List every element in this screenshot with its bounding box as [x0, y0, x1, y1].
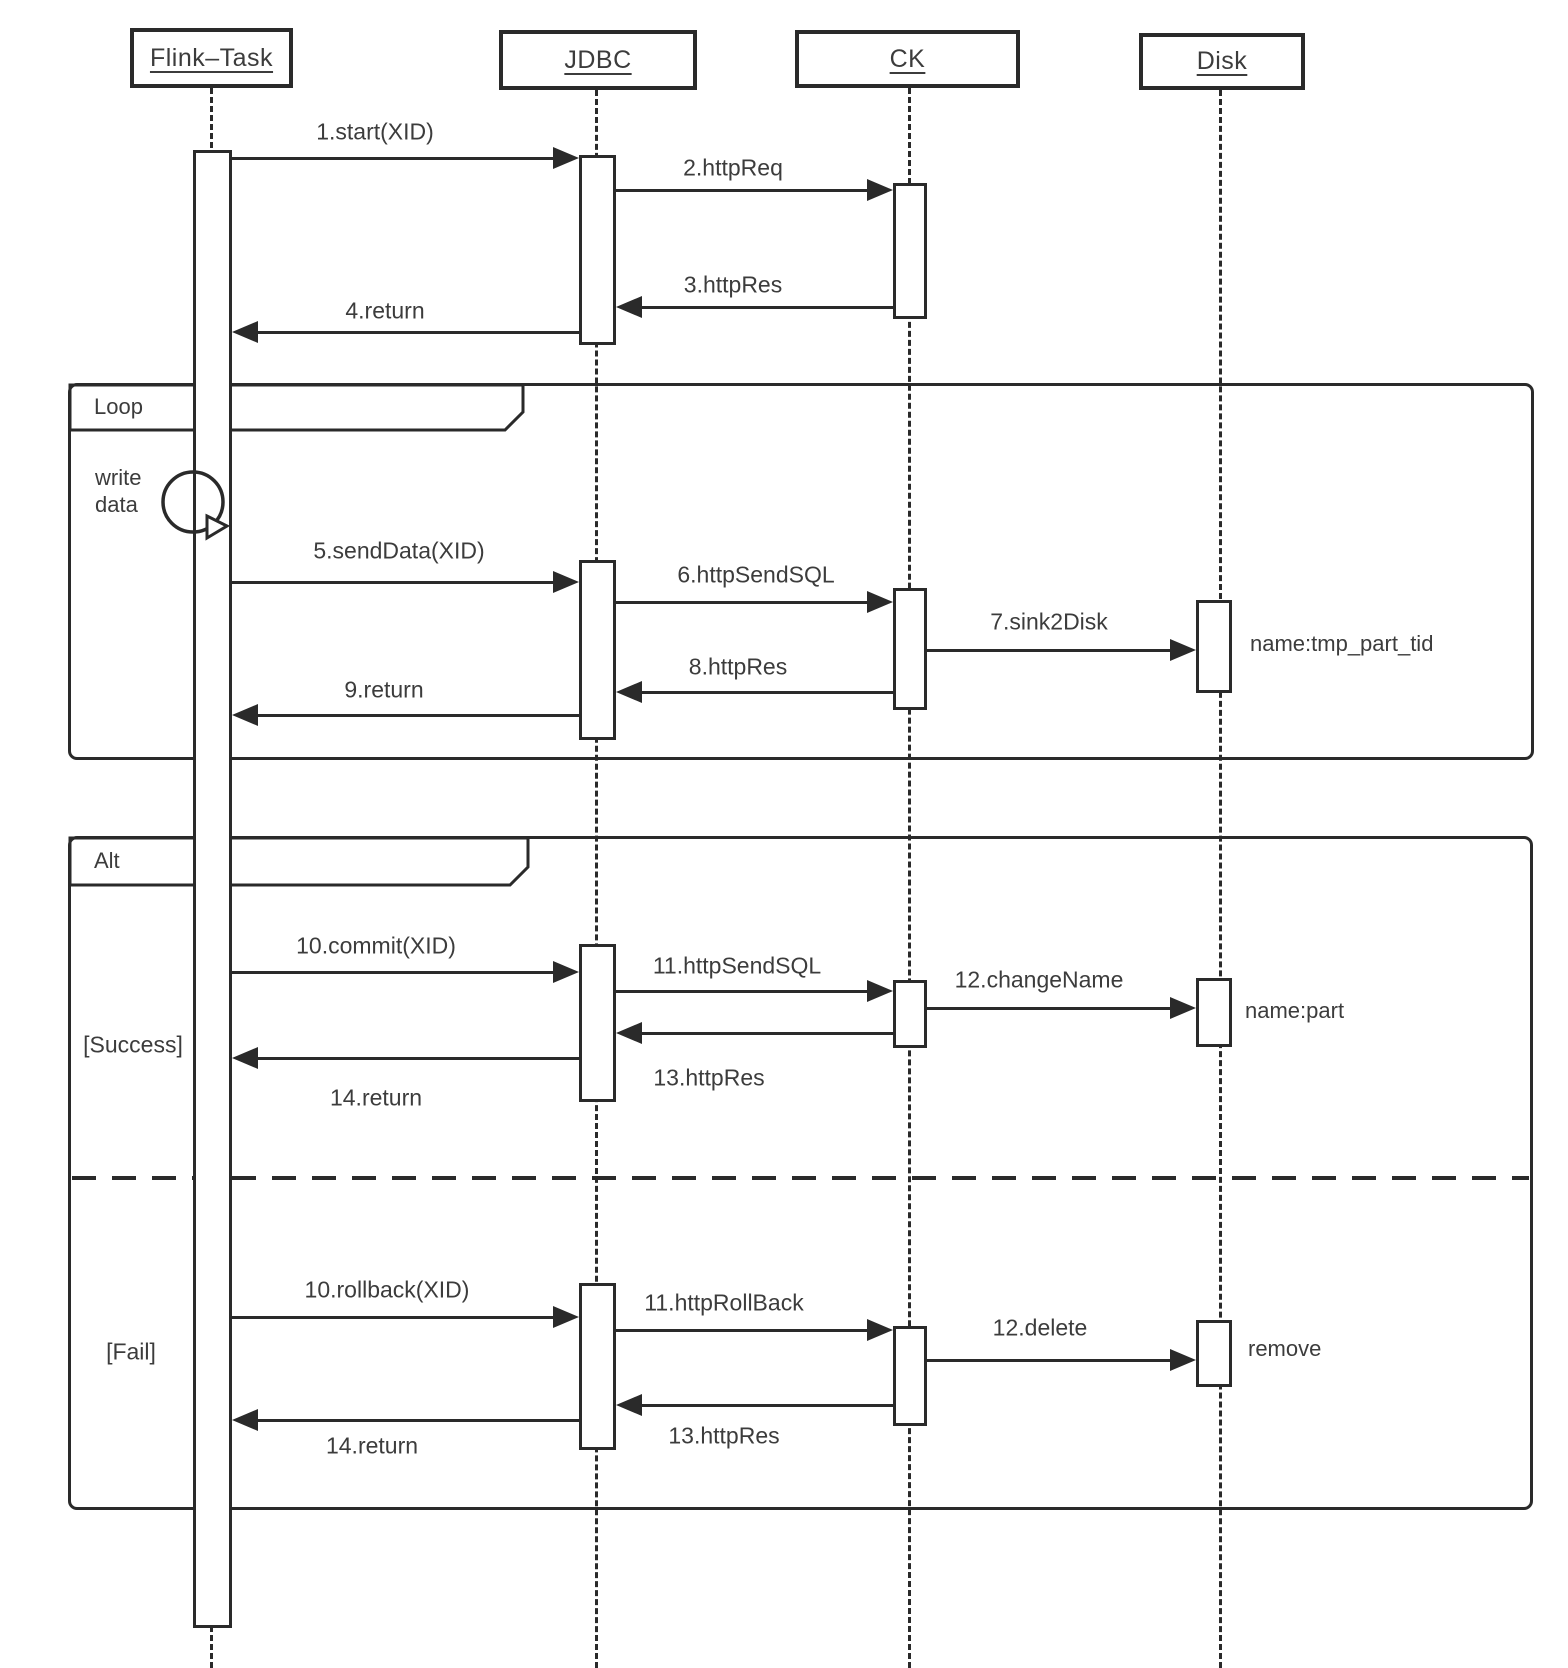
message-line	[927, 649, 1173, 652]
lifeline-head-ck: CK	[795, 30, 1020, 88]
message-label: 11.httpRollBack	[644, 1289, 804, 1316]
message-line	[232, 581, 556, 584]
message-line	[639, 1032, 893, 1035]
lifeline-disk	[1219, 90, 1222, 1668]
lifeline-head-flink-task: Flink–Task	[130, 28, 293, 88]
message-label: 1.start(XID)	[316, 118, 434, 145]
frame-tab-alt	[68, 836, 530, 887]
message-arrowhead	[616, 1394, 642, 1416]
message-line	[639, 1404, 893, 1407]
message-arrowhead	[1170, 997, 1196, 1019]
activation-ck	[893, 1326, 927, 1426]
message-label: 5.sendData(XID)	[313, 537, 485, 564]
message-line	[255, 714, 579, 717]
activation-disk	[1196, 1320, 1232, 1387]
message-arrowhead	[1170, 639, 1196, 661]
message-label: 10.commit(XID)	[296, 932, 456, 959]
message-line	[639, 306, 893, 309]
message-line	[927, 1007, 1173, 1010]
loop-iteration-icon	[161, 470, 231, 541]
message-line	[232, 157, 556, 160]
message-arrowhead	[553, 961, 579, 983]
message-arrowhead	[867, 1319, 893, 1341]
activation-disk	[1196, 600, 1232, 693]
activation-ck	[893, 183, 927, 319]
message-label: 6.httpSendSQL	[677, 561, 835, 588]
activation-jdbc	[579, 1283, 616, 1450]
message-label: 13.httpRes	[653, 1064, 765, 1091]
frame-tab-loop	[68, 383, 525, 432]
activation-disk	[1196, 978, 1232, 1047]
message-arrowhead	[232, 321, 258, 343]
message-arrowhead	[232, 1409, 258, 1431]
message-line	[255, 331, 579, 334]
message-label: 14.return	[325, 1432, 419, 1459]
note-label: name:tmp_part_tid	[1250, 631, 1434, 656]
message-line	[616, 1329, 870, 1332]
message-line	[639, 691, 893, 694]
message-line	[255, 1057, 579, 1060]
activation-ck	[893, 588, 927, 710]
message-line	[616, 189, 870, 192]
activation-jdbc	[579, 944, 616, 1102]
message-line	[255, 1419, 579, 1422]
frame-alt	[68, 836, 1533, 1510]
message-label: 8.httpRes	[688, 653, 788, 680]
message-line	[616, 601, 870, 604]
message-label: 2.httpReq	[683, 154, 783, 181]
message-label: 4.return	[345, 297, 425, 324]
message-arrowhead	[553, 147, 579, 169]
message-label: 13.httpRes	[668, 1422, 780, 1449]
guard-label: [Success]	[83, 1031, 183, 1058]
message-arrowhead	[1170, 1349, 1196, 1371]
message-line	[927, 1359, 1173, 1362]
activation-flink-task	[193, 150, 232, 1628]
message-arrowhead	[616, 296, 642, 318]
activation-ck	[893, 980, 927, 1048]
message-label: 7.sink2Disk	[990, 608, 1108, 635]
guard-label: [Fail]	[106, 1338, 156, 1365]
message-arrowhead	[553, 571, 579, 593]
frame-divider-alt	[72, 1176, 1529, 1180]
lifeline-head-disk: Disk	[1139, 33, 1305, 90]
lifeline-ck	[908, 88, 911, 1668]
frame-loop	[68, 383, 1534, 760]
lifeline-label-jdbc: JDBC	[564, 45, 632, 74]
note-label: name:part	[1245, 998, 1345, 1023]
message-label: 14.return	[329, 1084, 423, 1111]
message-arrowhead	[867, 980, 893, 1002]
message-line	[232, 971, 556, 974]
message-label: 3.httpRes	[683, 271, 783, 298]
message-arrowhead	[616, 1022, 642, 1044]
message-label: 10.rollback(XID)	[304, 1276, 470, 1303]
message-label: 12.delete	[992, 1314, 1088, 1341]
frame-label-loop: Loop	[94, 394, 143, 419]
activation-jdbc	[579, 560, 616, 740]
lifeline-label-flink-task: Flink–Task	[149, 43, 274, 72]
message-line	[232, 1316, 556, 1319]
message-label: 11.httpSendSQL	[652, 952, 822, 979]
activation-jdbc	[579, 155, 616, 345]
message-arrowhead	[616, 681, 642, 703]
loop-marker-text-line2: data	[95, 492, 138, 517]
lifeline-head-jdbc: JDBC	[499, 30, 697, 90]
message-arrowhead	[553, 1306, 579, 1328]
message-arrowhead	[232, 704, 258, 726]
lifeline-jdbc	[595, 90, 598, 1668]
note-label: remove	[1248, 1336, 1322, 1361]
frame-label-alt: Alt	[94, 848, 120, 873]
message-arrowhead	[232, 1047, 258, 1069]
message-arrowhead	[867, 179, 893, 201]
lifeline-label-disk: Disk	[1196, 47, 1248, 75]
message-label: 9.return	[344, 676, 424, 703]
message-line	[616, 990, 870, 993]
message-arrowhead	[867, 591, 893, 613]
message-label: 12.changeName	[954, 966, 1124, 993]
loop-marker-text-line1: write	[95, 465, 142, 490]
lifeline-label-ck: CK	[889, 44, 926, 73]
